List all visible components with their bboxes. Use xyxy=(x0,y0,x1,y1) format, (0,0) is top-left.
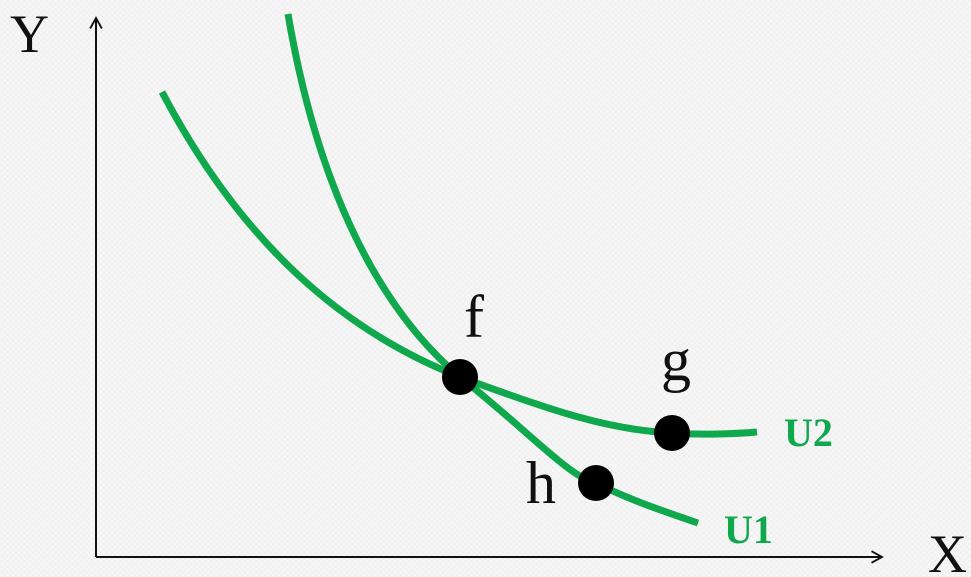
point-f-label: f xyxy=(464,284,484,350)
curve-u2-label: U2 xyxy=(784,410,833,455)
point-g-label: g xyxy=(661,327,691,393)
x-axis-label: X xyxy=(928,524,967,577)
point-g-dot xyxy=(654,415,690,451)
y-axis-label: Y xyxy=(10,4,49,64)
curve-u1 xyxy=(284,13,700,527)
point-h-label: h xyxy=(526,450,556,516)
point-h-dot xyxy=(578,465,614,501)
curve-u2 xyxy=(158,90,758,438)
curve-u1-label: U1 xyxy=(724,507,773,552)
point-f-dot xyxy=(442,359,478,395)
